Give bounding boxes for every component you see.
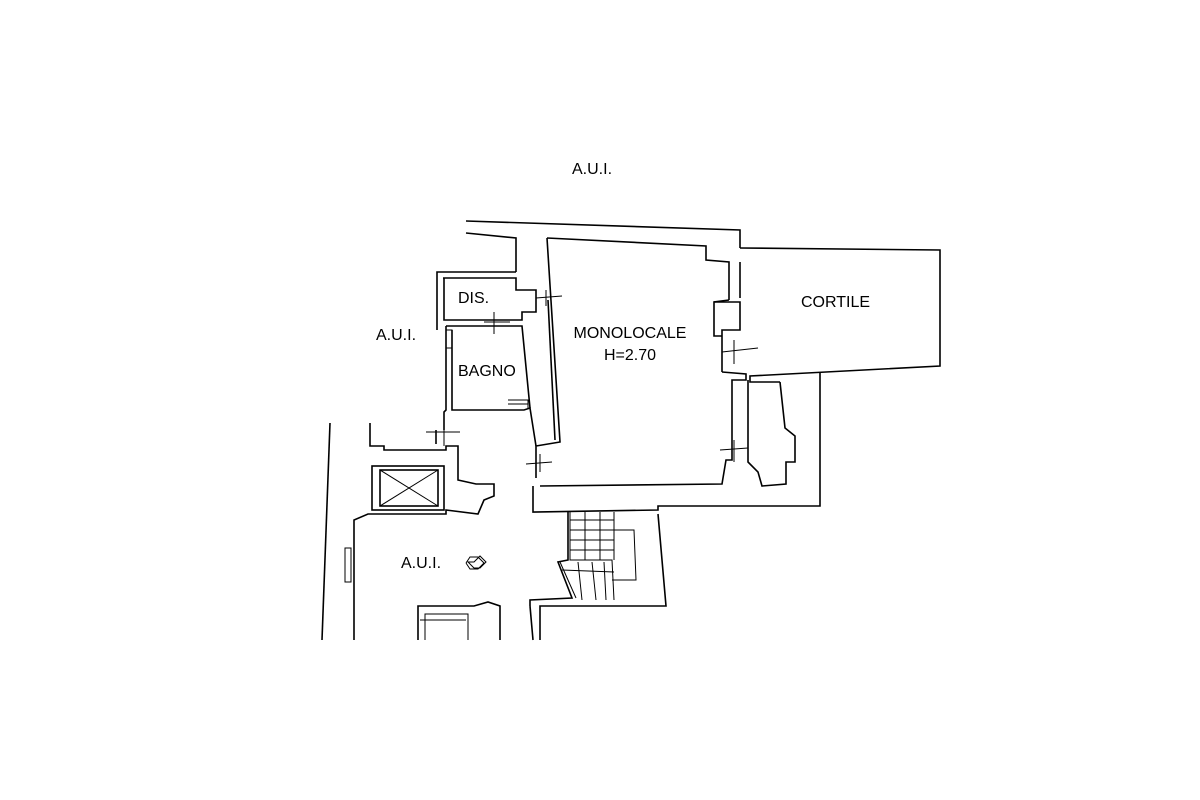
dis-bagno-rooms <box>436 271 537 447</box>
label-monolocale: MONOLOCALE <box>573 325 687 342</box>
stair <box>529 512 667 641</box>
label-bagno: BAGNO <box>458 363 516 380</box>
cortile-area <box>739 247 941 487</box>
common-area <box>321 422 501 641</box>
label-aui-bottom: A.U.I. <box>401 555 442 572</box>
label-cortile: CORTILE <box>801 294 871 311</box>
label-aui-left: A.U.I. <box>376 327 417 344</box>
top-walls <box>465 220 741 300</box>
door-marks <box>426 290 759 472</box>
monolocale-room <box>532 237 821 513</box>
label-dis: DIS. <box>458 290 490 307</box>
label-aui-top: A.U.I. <box>572 161 613 178</box>
label-height: H=2.70 <box>603 347 657 364</box>
